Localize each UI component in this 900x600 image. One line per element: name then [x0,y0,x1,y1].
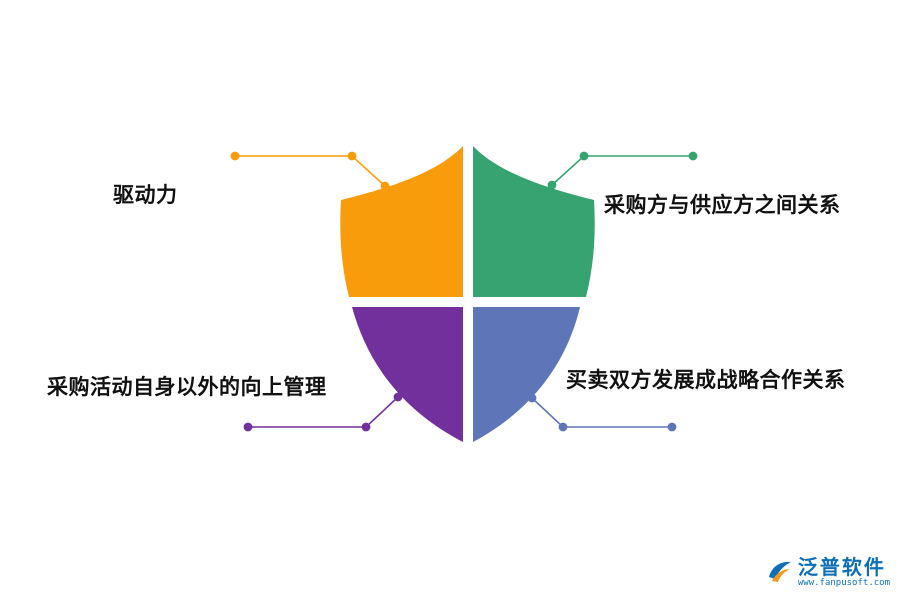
connector-top-left [230,151,390,191]
label-bottom-left: 采购活动自身以外的向上管理 [47,375,327,399]
logo-name: 泛普软件 [797,555,886,579]
label-bottom-right: 买卖双方发展成战略合作关系 [566,368,846,392]
connector-top-right [547,151,698,190]
connector-bottom-right [527,393,677,432]
quadrant-top-left [340,146,463,297]
label-top-left: 驱动力 [113,183,178,207]
connector-bottom-left [243,392,403,432]
quadrant-bottom-left [352,307,463,442]
logo-url: www.fanpusoft.com [797,578,890,588]
quadrant-bottom-right [473,307,580,442]
label-top-right: 采购方与供应方之间关系 [604,193,841,217]
fanpu-logo-icon [768,561,791,582]
brand-logo: 泛普软件 www.fanpusoft.com [766,557,890,588]
quadrant-top-right [473,146,595,297]
